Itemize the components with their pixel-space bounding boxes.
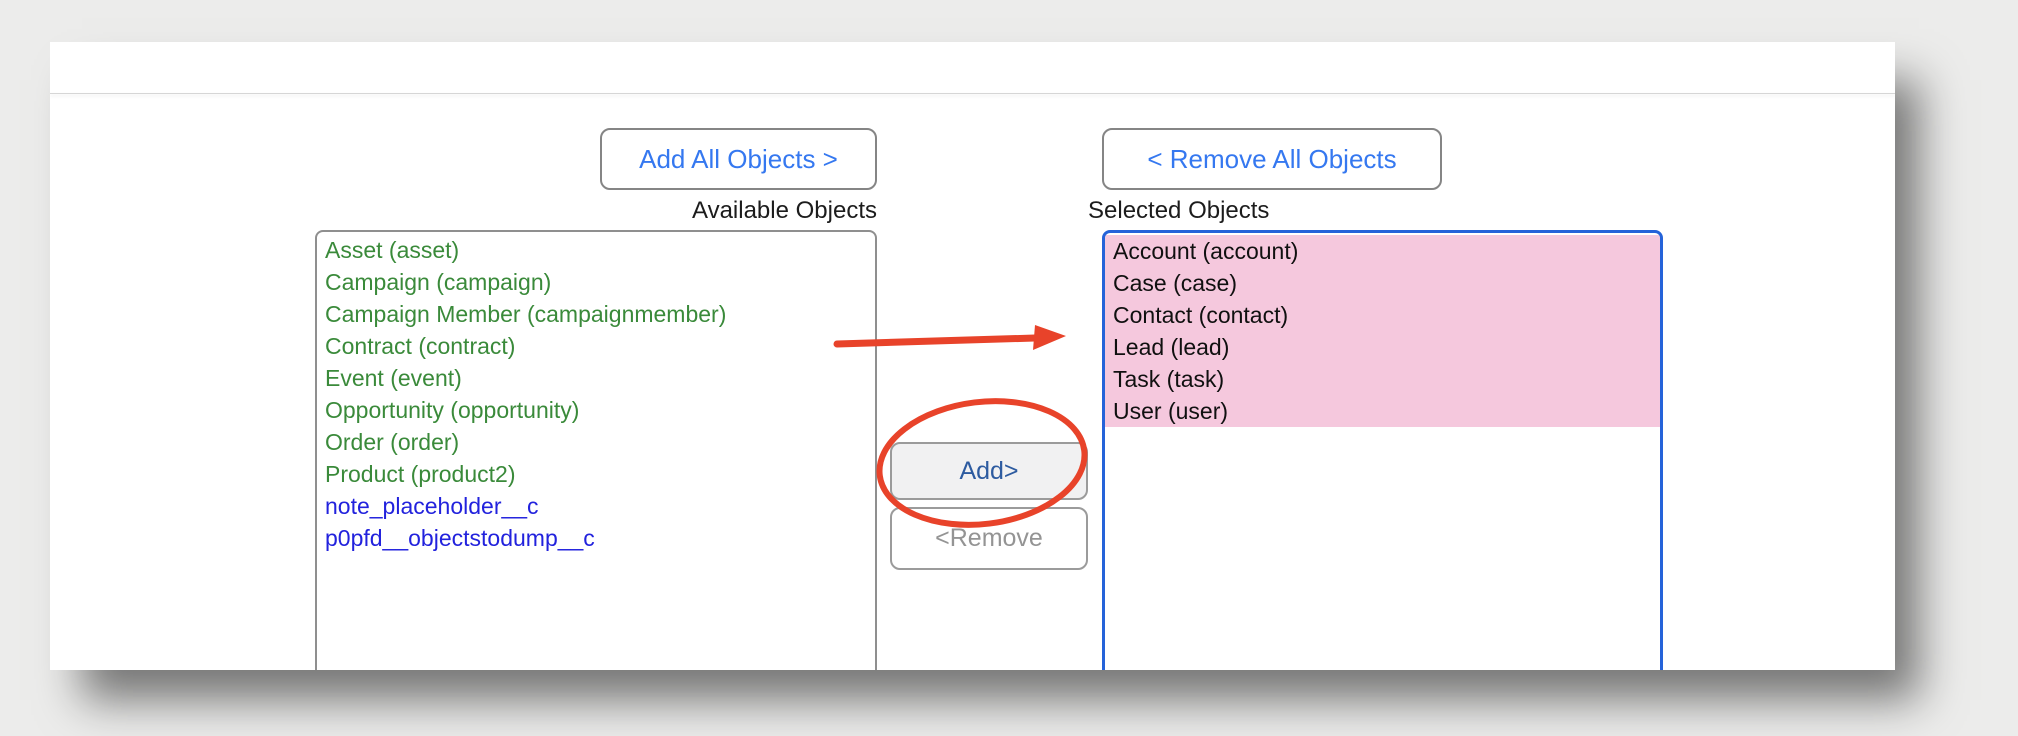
- add-button[interactable]: Add>: [890, 442, 1088, 500]
- list-item[interactable]: Contact (contact): [1105, 299, 1660, 331]
- list-item[interactable]: Account (account): [1105, 235, 1660, 267]
- header-divider: [50, 93, 1895, 94]
- list-item[interactable]: Event (event): [325, 365, 462, 391]
- add-all-objects-button[interactable]: Add All Objects >: [600, 128, 877, 190]
- list-item[interactable]: Product (product2): [325, 461, 516, 487]
- list-item[interactable]: Case (case): [1105, 267, 1660, 299]
- list-item[interactable]: User (user): [1105, 395, 1660, 427]
- list-item[interactable]: note_placeholder__c: [325, 493, 539, 519]
- list-item[interactable]: Task (task): [1105, 363, 1660, 395]
- list-item[interactable]: Contract (contract): [325, 333, 516, 359]
- list-item[interactable]: Opportunity (opportunity): [325, 397, 580, 423]
- list-item[interactable]: Order (order): [325, 429, 460, 455]
- remove-all-objects-button[interactable]: < Remove All Objects: [1102, 128, 1442, 190]
- list-item[interactable]: Campaign (campaign): [325, 269, 552, 295]
- list-item[interactable]: Lead (lead): [1105, 331, 1660, 363]
- list-item[interactable]: p0pfd__objectstodump__c: [325, 525, 595, 551]
- available-objects-listbox[interactable]: Asset (asset) Campaign (campaign) Campaign…: [315, 230, 877, 670]
- remove-button[interactable]: <Remove: [890, 507, 1088, 570]
- list-item[interactable]: Campaign Member (campaignmember): [325, 301, 727, 327]
- selected-objects-listbox[interactable]: Account (account)Case (case)Contact (con…: [1102, 230, 1663, 670]
- list-item[interactable]: Asset (asset): [325, 237, 460, 263]
- object-selection-panel: Add All Objects > < Remove All Objects A…: [50, 42, 1895, 670]
- available-objects-label: Available Objects: [692, 197, 877, 224]
- selected-objects-label: Selected Objects: [1088, 197, 1270, 224]
